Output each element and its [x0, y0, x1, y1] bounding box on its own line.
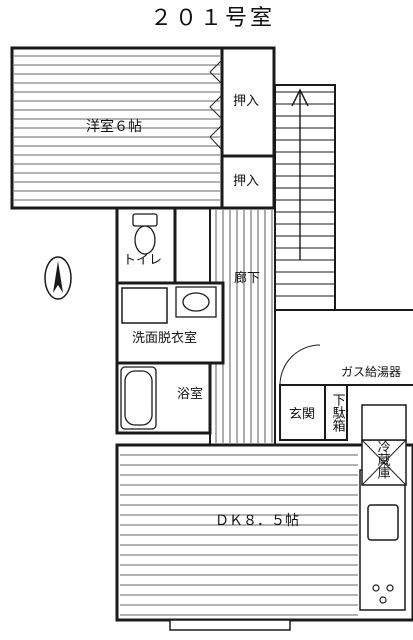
room-label-dk: ＤＫ８．５帖: [215, 513, 299, 529]
western-room-floorboards: [14, 55, 220, 201]
washroom: [115, 281, 225, 365]
kitchen-counter: [359, 469, 406, 611]
stove-icon: [372, 584, 394, 604]
room-label-washroom: 洗面脱衣室: [132, 331, 198, 346]
stairs: [274, 84, 336, 311]
room-label-bath: 浴室: [177, 387, 204, 402]
room-label-hallway: 廊下: [234, 271, 261, 286]
room-label-toilet: トイレ: [123, 253, 163, 268]
entrance: [279, 344, 326, 441]
toilet-room: [115, 206, 177, 285]
stairs-arrow-icon: [291, 88, 309, 260]
room-label-entrance: 玄関: [289, 407, 316, 422]
room-label-water-heater: ガス給湯器: [341, 365, 402, 379]
sink-icon: [175, 286, 217, 318]
washer-space: [121, 287, 168, 324]
room-label-western: 洋室６帖: [86, 119, 142, 135]
closet-bottom: [220, 154, 276, 210]
bath-room: [115, 361, 212, 435]
shoe-box: [324, 384, 348, 441]
room-label-shoe-box: 下駄箱: [329, 393, 345, 432]
room-label-closet-top: 押入: [233, 94, 260, 109]
outer-walls: [274, 309, 413, 386]
fridge-space: [361, 439, 407, 486]
room-label-fridge: 冷蔵庫: [374, 440, 390, 479]
room-label-closet-bottom: 押入: [233, 174, 260, 189]
balcony-window: [169, 619, 291, 631]
bathtub-icon: [120, 366, 157, 430]
toilet-icon: [132, 213, 158, 255]
compass-north-icon: [44, 256, 72, 300]
water-heater: [361, 404, 407, 441]
unit-title: ２０１号室: [150, 6, 276, 31]
